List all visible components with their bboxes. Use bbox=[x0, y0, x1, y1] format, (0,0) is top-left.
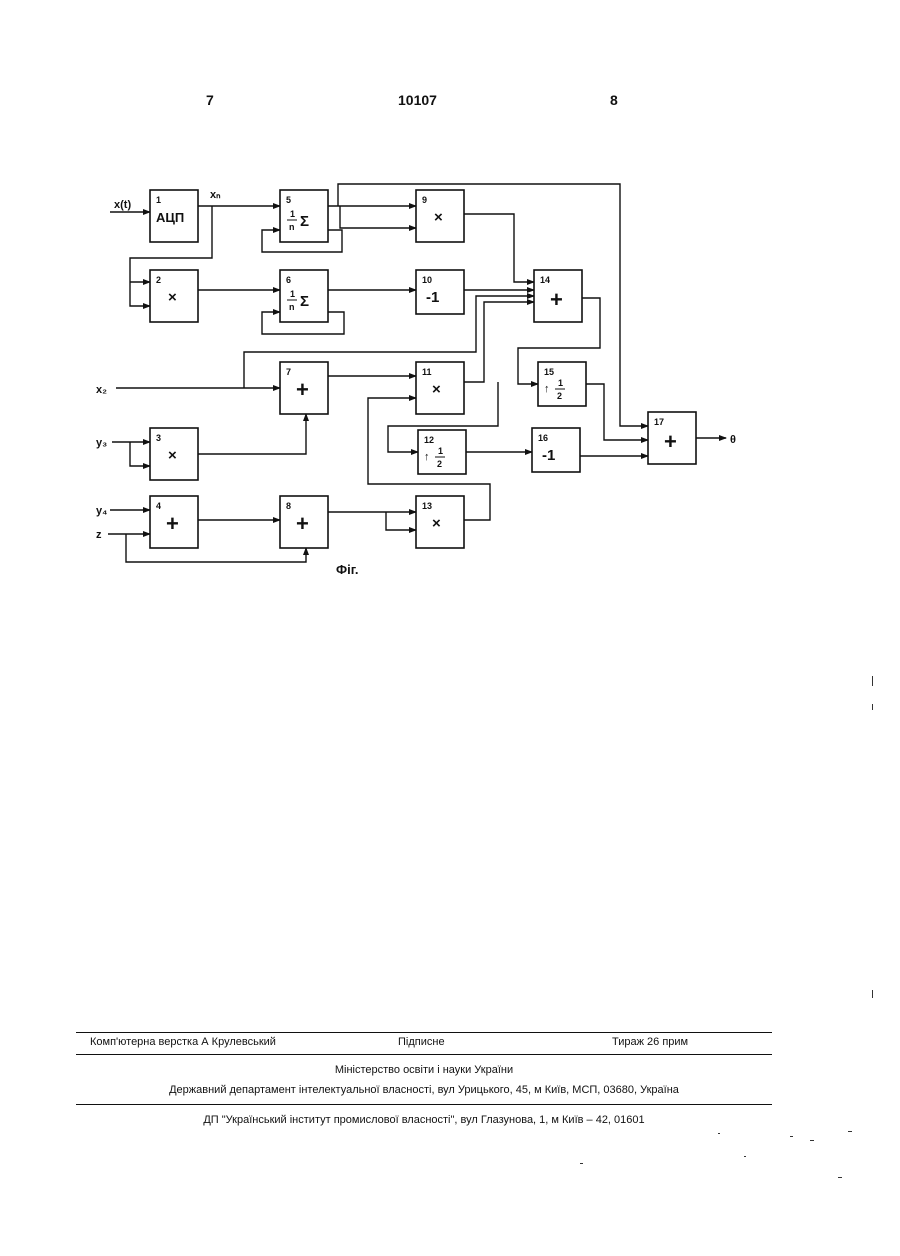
block-13: 13 × bbox=[416, 496, 464, 548]
block-symbol: -1 bbox=[542, 447, 555, 464]
block-10: 10 -1 bbox=[416, 270, 464, 314]
block-number: 11 bbox=[422, 367, 432, 377]
wire-9-14 bbox=[464, 214, 534, 282]
scan-mark bbox=[872, 990, 873, 998]
block-number: 6 bbox=[286, 275, 291, 285]
block-17: 17 + bbox=[648, 412, 696, 464]
label-x2: x₂ bbox=[96, 384, 107, 396]
wire-8-13b bbox=[386, 512, 416, 530]
footer-signed: Підписне bbox=[398, 1036, 445, 1048]
label-y4: y₄ bbox=[96, 505, 107, 517]
fraction-numerator: 1 bbox=[290, 209, 295, 219]
scan-mark bbox=[744, 1156, 746, 1157]
block-number: 13 bbox=[422, 501, 432, 511]
block-number: 5 bbox=[286, 195, 291, 205]
block-number: 15 bbox=[544, 367, 554, 377]
arrow-up-icon: ↑ bbox=[424, 451, 430, 463]
block-6: 6 1 n Σ bbox=[280, 270, 328, 322]
block-number: 14 bbox=[540, 275, 550, 285]
footer-institute: ДП "Український інститут промислової вла… bbox=[76, 1114, 772, 1126]
footer-department: Державний департамент інтелектуальної вл… bbox=[76, 1084, 772, 1096]
block-symbol: × bbox=[434, 209, 443, 226]
block-number: 4 bbox=[156, 501, 161, 511]
figure-caption: Фіг. bbox=[336, 562, 358, 577]
block-symbol: × bbox=[168, 289, 177, 306]
footer-rule-top bbox=[76, 1032, 772, 1033]
block-7: 7 + bbox=[280, 362, 328, 414]
block-8: 8 + bbox=[280, 496, 328, 548]
arrow-up-icon: ↑ bbox=[544, 383, 550, 395]
footer-typesetting: Комп'ютерна верстка А Крулевський bbox=[90, 1036, 276, 1048]
block-symbol: + bbox=[166, 511, 179, 536]
footer-ministry: Міністерство освіти і науки України bbox=[76, 1064, 772, 1076]
block-symbol: + bbox=[664, 429, 677, 454]
wire-y3-3b bbox=[130, 442, 150, 466]
block-number: 8 bbox=[286, 501, 291, 511]
block-symbol: + bbox=[550, 287, 563, 312]
fraction-denominator: n bbox=[289, 222, 295, 232]
footer-rule-middle bbox=[76, 1054, 772, 1055]
block-number: 12 bbox=[424, 435, 434, 445]
block-symbol: × bbox=[432, 515, 441, 532]
label-output: θ bbox=[730, 434, 736, 446]
block-symbol: -1 bbox=[426, 289, 439, 306]
block-number: 17 bbox=[654, 417, 664, 427]
scan-mark bbox=[872, 676, 873, 686]
scan-mark bbox=[810, 1140, 814, 1141]
block-14: 14 + bbox=[534, 270, 582, 322]
wire-5-17 bbox=[338, 184, 648, 426]
block-number: 7 bbox=[286, 367, 291, 377]
block-number: 1 bbox=[156, 195, 161, 205]
scan-mark bbox=[580, 1163, 583, 1164]
block-symbol: АЦП bbox=[156, 210, 184, 225]
block-symbol: × bbox=[168, 447, 177, 464]
block-16: 16 -1 bbox=[532, 428, 580, 472]
footer-rule-bottom bbox=[76, 1104, 772, 1105]
block-diagram: 1 АЦП 2 × 3 × 4 + 5 1 n Σ 6 1 n Σ 7 + 8 bbox=[0, 0, 900, 600]
block-symbol: × bbox=[432, 381, 441, 398]
fraction-numerator: 1 bbox=[558, 378, 563, 388]
block-symbol: + bbox=[296, 377, 309, 402]
label-xn: xₙ bbox=[210, 189, 221, 201]
block-9: 9 × bbox=[416, 190, 464, 242]
scan-mark bbox=[848, 1131, 852, 1132]
wire-3-7 bbox=[198, 414, 306, 454]
block-12: 12 ↑ 1 2 bbox=[418, 430, 466, 474]
fraction-numerator: 1 bbox=[290, 289, 295, 299]
block-5: 5 1 n Σ bbox=[280, 190, 328, 242]
block-number: 16 bbox=[538, 433, 548, 443]
block-1: 1 АЦП bbox=[150, 190, 198, 242]
block-number: 10 bbox=[422, 275, 432, 285]
fraction-numerator: 1 bbox=[438, 446, 443, 456]
block-number: 9 bbox=[422, 195, 427, 205]
wire-5-9b bbox=[340, 206, 416, 228]
label-z: z bbox=[96, 529, 102, 541]
footer-circulation: Тираж 26 прим bbox=[612, 1036, 688, 1048]
scan-mark bbox=[718, 1133, 720, 1134]
wire-15-17 bbox=[586, 384, 648, 440]
scan-mark bbox=[872, 704, 873, 710]
label-y3: y₃ bbox=[96, 437, 107, 449]
scan-mark bbox=[838, 1177, 842, 1178]
fraction-denominator: n bbox=[289, 302, 295, 312]
block-15: 15 ↑ 1 2 bbox=[538, 362, 586, 406]
block-number: 2 bbox=[156, 275, 161, 285]
scan-mark bbox=[790, 1136, 793, 1137]
block-symbol: Σ bbox=[300, 213, 309, 230]
block-symbol: + bbox=[296, 511, 309, 536]
block-symbol: Σ bbox=[300, 293, 309, 310]
block-4: 4 + bbox=[150, 496, 198, 548]
wire-11-14 bbox=[464, 302, 534, 382]
block-11: 11 × bbox=[416, 362, 464, 414]
label-input-xt: x(t) bbox=[114, 199, 131, 211]
block-3: 3 × bbox=[150, 428, 198, 480]
fraction-denominator: 2 bbox=[557, 391, 562, 401]
fraction-denominator: 2 bbox=[437, 459, 442, 469]
block-number: 3 bbox=[156, 433, 161, 443]
block-2: 2 × bbox=[150, 270, 198, 322]
